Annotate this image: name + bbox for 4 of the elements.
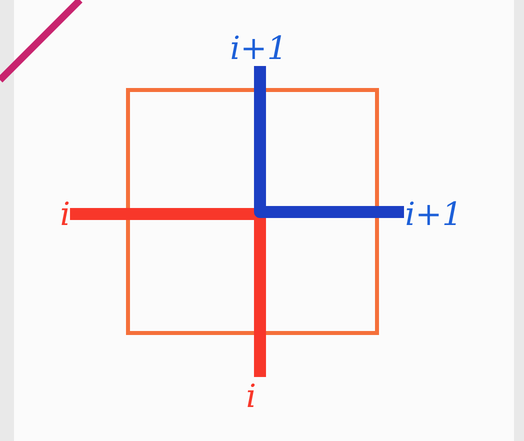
path-end-label: i	[60, 196, 70, 232]
path-end-label: i	[246, 378, 256, 414]
path-end-label: i+1	[405, 196, 462, 232]
path-end-label: i+1	[230, 30, 288, 66]
